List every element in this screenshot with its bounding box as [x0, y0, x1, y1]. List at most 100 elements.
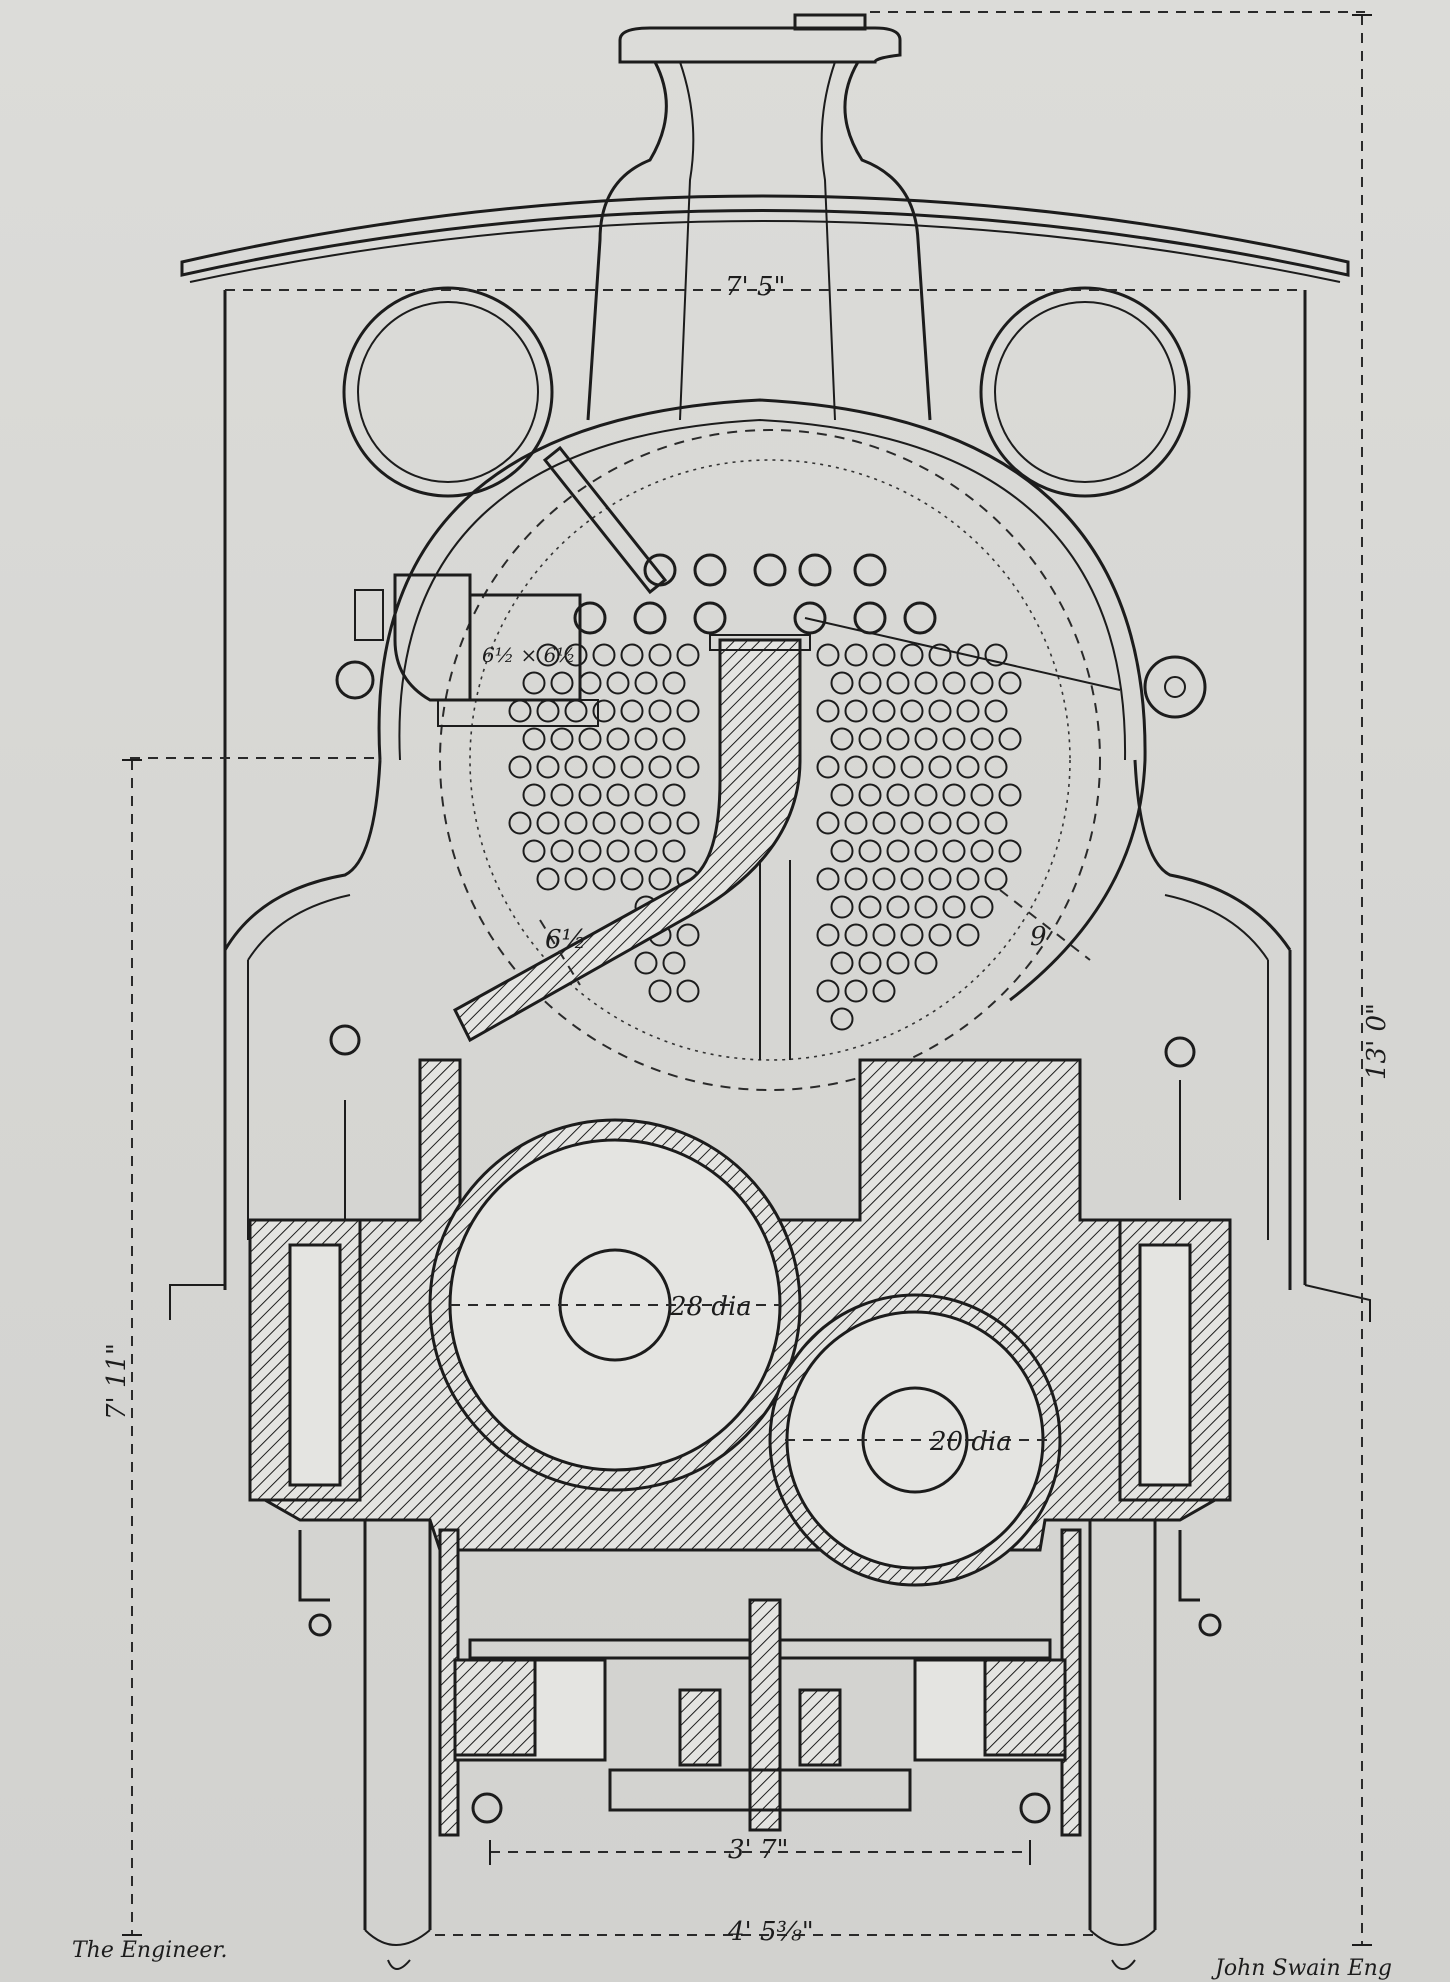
boiler-tube — [830, 839, 854, 863]
boiler-tube — [914, 951, 938, 975]
boiler-tube — [522, 671, 546, 695]
dim-frames: 3' 7" — [728, 1835, 788, 1865]
boiler-tube — [662, 951, 686, 975]
boiler-tube — [928, 755, 952, 779]
boiler-tube — [830, 671, 854, 695]
boiler-tube — [550, 727, 574, 751]
boiler-tube — [676, 923, 700, 947]
valve-chest-left — [248, 1024, 362, 1502]
boiler-tube — [830, 895, 854, 919]
boiler-tube — [914, 783, 938, 807]
stay-bolt-head — [573, 601, 607, 635]
boiler-tube — [970, 671, 994, 695]
boiler-tube — [844, 811, 868, 835]
boiler-tube — [984, 867, 1008, 891]
boiler-tube — [536, 643, 560, 667]
steam-pipe — [453, 634, 811, 1060]
boiler-tube — [592, 755, 616, 779]
regulator-rod — [542, 445, 668, 595]
boiler-tube — [970, 839, 994, 863]
cab-window-right — [979, 286, 1191, 498]
publisher-credit: The Engineer. — [72, 1938, 228, 1963]
boiler-tube — [942, 783, 966, 807]
boiler-tube — [858, 895, 882, 919]
boiler-tube — [942, 895, 966, 919]
dim-steam-pipe: 6½ — [545, 925, 587, 955]
boiler-tube — [998, 671, 1022, 695]
boiler-tube — [970, 727, 994, 751]
boiler-tube — [956, 699, 980, 723]
side-splashers — [223, 759, 1292, 1290]
boiler-tube — [550, 839, 574, 863]
boiler-tube — [634, 783, 658, 807]
boiler-tube — [816, 923, 840, 947]
boiler-tube — [662, 727, 686, 751]
boiler-tube — [550, 671, 574, 695]
wheel-left — [363, 1520, 432, 1970]
dim-gauge: 4' 5⅜" — [727, 1917, 814, 1947]
boiler-tube — [508, 699, 532, 723]
side-brackets — [298, 1530, 1222, 1637]
dim-overall-height: 13' 0" — [1362, 1003, 1392, 1080]
stay-bolt-head — [633, 601, 667, 635]
stay-bolt-head — [693, 553, 727, 587]
dim-side-clearance: 9 — [1030, 922, 1047, 952]
boiler-tube — [858, 783, 882, 807]
boiler-tube — [564, 643, 588, 667]
boiler-tube — [662, 671, 686, 695]
engraver-credit: John Swain Eng — [1215, 1956, 1392, 1981]
regulator-valve-box — [335, 573, 599, 727]
boiler-tube — [676, 699, 700, 723]
boiler-tube — [592, 643, 616, 667]
boiler-tube — [886, 727, 910, 751]
boiler-tube — [676, 643, 700, 667]
stay-bolt-head — [903, 601, 937, 635]
dim-axle-height: 7' 11" — [102, 1343, 132, 1420]
stay-bolt-head — [853, 601, 887, 635]
boiler-tube — [872, 811, 896, 835]
boiler-tube — [592, 811, 616, 835]
boiler-tube — [928, 699, 952, 723]
boiler-tube — [816, 979, 840, 1003]
boiler-tube — [634, 951, 658, 975]
boiler-tube — [830, 783, 854, 807]
boiler-tube — [578, 783, 602, 807]
boiler-tube — [662, 839, 686, 863]
boiler-tube — [606, 783, 630, 807]
boiler-tube — [830, 727, 854, 751]
boiler-tube — [886, 671, 910, 695]
cab-roof — [180, 194, 1350, 283]
boiler-tube — [606, 671, 630, 695]
boiler-tube — [886, 951, 910, 975]
boiler-tube — [830, 1007, 854, 1031]
boiler-tube — [592, 867, 616, 891]
boiler-tube — [648, 811, 672, 835]
boiler-tube — [956, 643, 980, 667]
boiler-tube — [858, 727, 882, 751]
boiler-tube — [900, 755, 924, 779]
stay-bolt-head — [793, 601, 827, 635]
boiler-tube — [844, 755, 868, 779]
boiler-tube — [578, 839, 602, 863]
boiler-tube — [648, 699, 672, 723]
boiler-tube — [606, 727, 630, 751]
boiler-tube — [578, 671, 602, 695]
boiler-tube — [620, 811, 644, 835]
boiler-tube — [886, 839, 910, 863]
wheel-right — [1088, 1520, 1157, 1970]
boiler-tube — [984, 699, 1008, 723]
boiler-tube — [844, 923, 868, 947]
boiler-tube — [886, 783, 910, 807]
boiler-tube — [620, 755, 644, 779]
dim-valve-box: 6½ × 6½ — [482, 643, 576, 667]
boiler-tube — [998, 727, 1022, 751]
stay-bolt-head — [853, 553, 887, 587]
axlebox-left — [453, 1658, 537, 1824]
boiler-tube — [564, 867, 588, 891]
boiler-tube — [942, 671, 966, 695]
dim-cylinder-small: 20 dia — [929, 1427, 1012, 1457]
boiler-tube — [998, 839, 1022, 863]
boiler-tube — [872, 867, 896, 891]
boiler-tube — [886, 895, 910, 919]
